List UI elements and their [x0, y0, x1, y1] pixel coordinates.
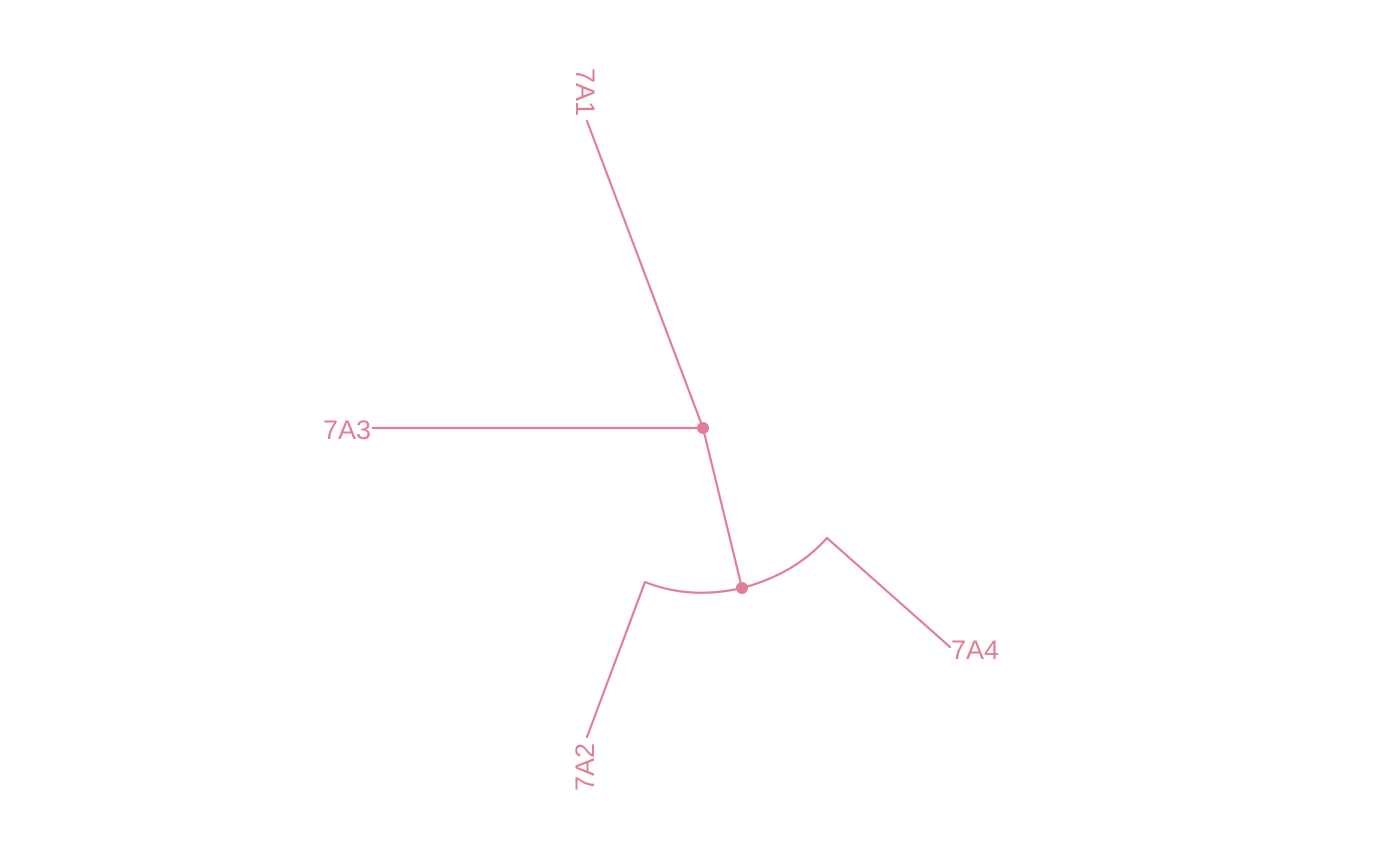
- tip-label-7A3: 7A3: [323, 415, 371, 445]
- tip-label-7A4: 7A4: [951, 635, 999, 665]
- branch-7A4: [825, 536, 952, 649]
- branch-7A1: [585, 119, 705, 430]
- internal-node: [697, 422, 709, 434]
- tip-label-7A2: 7A2: [570, 743, 600, 791]
- tip-labels: 7A1 7A2 7A3 7A4: [323, 68, 999, 791]
- branches: [371, 119, 952, 739]
- internal-nodes: [697, 422, 748, 594]
- branch-internal: [701, 426, 744, 590]
- tip-label-7A1: 7A1: [570, 68, 600, 116]
- branch-7A2: [585, 580, 647, 739]
- internal-node: [736, 582, 748, 594]
